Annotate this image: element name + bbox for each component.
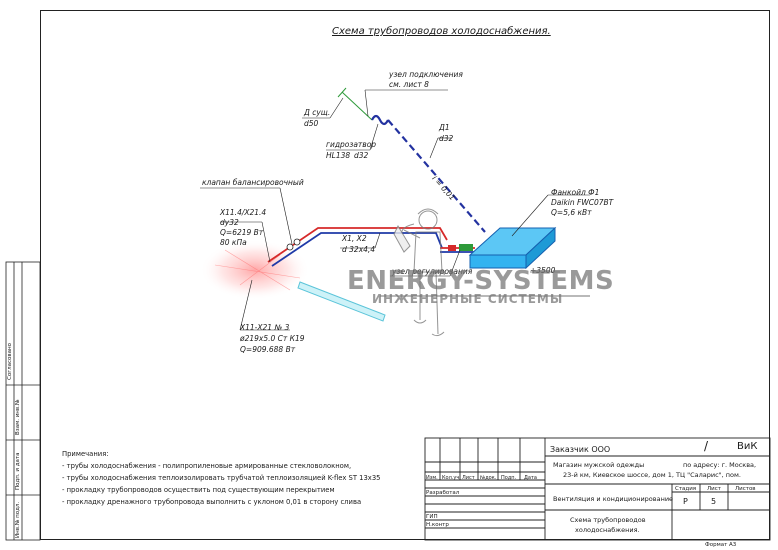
label-node-connection: узел подключения <box>389 70 463 79</box>
stamp-drawing-name-1: Схема трубопроводов <box>570 516 646 524</box>
label-x1x2-d: d 32х4,4 <box>342 245 376 254</box>
stamp-section: Вентиляция и кондиционирование <box>553 495 674 503</box>
label-x1x2: Х1, Х2 <box>342 234 367 243</box>
side-replace-inv: Взам. инв.№ <box>15 399 21 435</box>
drain-line <box>371 114 486 233</box>
stamp-format-label: Формат <box>705 542 728 548</box>
label-d-existing: Д сущ. <box>304 108 331 117</box>
label-x114-q: Q=6219 Вт <box>220 228 264 237</box>
stamp-col-date: Дата <box>524 475 537 481</box>
label-d50: d50 <box>304 119 319 128</box>
stamp-gip: ГИП <box>426 514 438 520</box>
regulation-node <box>448 244 473 251</box>
drain-riser <box>337 87 373 121</box>
stamp-code: ВиК <box>737 441 758 452</box>
label-hydroseal: гидрозатвор <box>326 140 377 149</box>
stamp-sheet-number: 5 <box>711 497 717 506</box>
side-agreed: Согласовано <box>7 343 13 380</box>
drawing-title: Схема трубопроводов холодоснабжения. <box>332 26 551 37</box>
label-x11x21-pipe: ø219х5.0 Ст К19 <box>240 334 305 343</box>
drawing-sheet <box>40 10 770 540</box>
stamp-address-1b: по адресу: г. Москва, <box>683 461 757 469</box>
stamp-col-ndoc: №док. <box>480 475 497 481</box>
stamp-address-2: 23-й км, Киевское шоссе, дом 1, ТЦ "Сала… <box>563 471 741 479</box>
stamp-address-1: Магазин мужской одежды <box>553 461 645 469</box>
balancing-valve <box>286 238 301 251</box>
label-x114: Х11.4/Х21.4 <box>220 208 267 217</box>
note-item: - трубы холодоснабжения - полипропиленов… <box>62 462 352 470</box>
note-item: - прокладку трубопроводов осуществить по… <box>62 486 335 494</box>
stamp-sheet-header: Лист <box>707 486 721 492</box>
label-fancoil-q: Q=5,6 кВт <box>551 208 592 217</box>
stamp-col-kolvo: Кол.уч. <box>442 475 461 481</box>
stamp-col-sign: Подп. <box>501 475 517 481</box>
label-d1-d32: d32 <box>439 134 454 143</box>
stamp-drawing-name-2: холодоснабжения. <box>575 526 640 534</box>
label-x114-p: 80 кПа <box>220 238 247 247</box>
label-regulation-node: узел регулирования <box>392 267 473 276</box>
watermark-figure <box>393 208 445 337</box>
label-x11x21-q: Q=909.688 Вт <box>240 345 296 354</box>
stamp-col-list: Лист <box>462 475 475 481</box>
stamp-format: А3 <box>729 542 737 548</box>
stamp-sheets-header: Листов <box>735 486 756 492</box>
stamp-stage-header: Стадия <box>675 486 697 492</box>
label-elevation: +3500 <box>530 266 556 275</box>
label-fancoil-model: Daikin FWC07BT <box>551 198 614 207</box>
stamp-norm-control: Н.контр <box>426 522 449 528</box>
note-item: - прокладку дренажного трубопровода выпо… <box>62 498 362 506</box>
label-d1: Д1 <box>439 123 450 132</box>
notes-heading: Примечания: <box>62 450 109 458</box>
label-fancoil: Фанкойл Ф1 <box>551 188 600 197</box>
chilled-pipes <box>267 227 475 267</box>
stamp-slash: / <box>704 439 709 453</box>
glow-highlight <box>200 240 310 300</box>
side-sign-date: Подп. и дата <box>15 452 21 490</box>
label-hl138: HL138 <box>326 151 351 160</box>
label-balancing-valve: клапан балансировочный <box>202 178 304 187</box>
duct <box>297 281 386 322</box>
watermark-logo-text: ENERGY-SYSTEMS <box>347 266 615 296</box>
stamp-stage: Р <box>683 497 688 506</box>
watermark-subtitle: ИНЖЕНЕРНЫЕ СИСТЕМЫ <box>372 292 564 306</box>
fancoil-unit <box>468 226 557 270</box>
stamp-col-izm: Изм. <box>426 475 438 481</box>
glow-rays <box>214 249 301 291</box>
label-hl138-d32: d32 <box>354 151 369 160</box>
side-stamp <box>5 261 41 541</box>
side-inv-original: Инв.№ подл. <box>15 501 21 538</box>
note-item: - трубы холодоснабжения теплоизолировать… <box>62 474 381 482</box>
stamp-developed: Разработал <box>426 490 460 496</box>
label-x114-dy: dy32 <box>220 218 239 227</box>
stamp-customer: Заказчик ООО <box>550 445 611 454</box>
label-node-connection-ref: см. лист 8 <box>389 80 429 89</box>
leader-lines <box>200 89 590 331</box>
title-block-grid <box>424 437 771 541</box>
label-x11x21: Х11-Х21 № 3 <box>240 323 290 332</box>
